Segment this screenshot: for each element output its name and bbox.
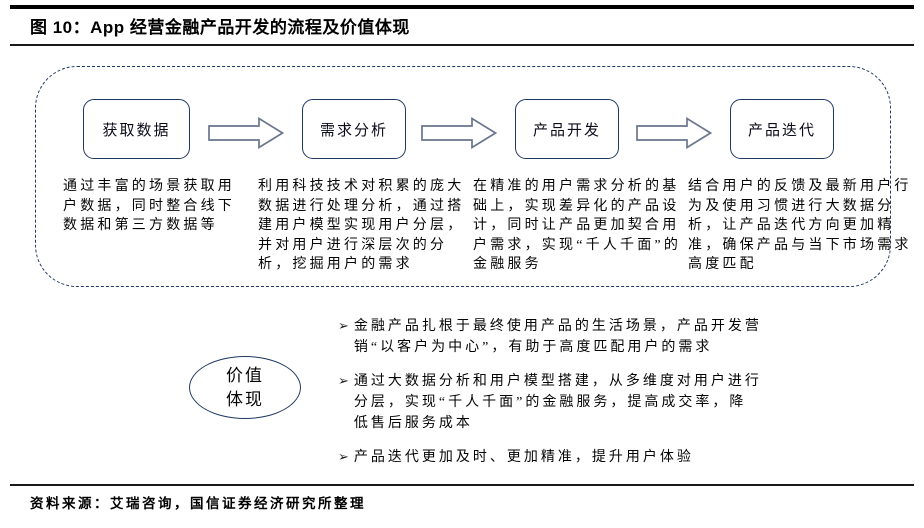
stage-label: 需求分析	[319, 122, 388, 139]
stage-box-product-iteration: 产品迭代	[730, 99, 834, 159]
arrowhead-bullet-icon: ➢	[338, 450, 349, 465]
value-ellipse-label-line: 价值	[226, 365, 264, 385]
footer-divider	[10, 484, 914, 486]
value-ellipse: 价值 体现	[189, 356, 301, 419]
stage-box-acquire-data: 获取数据	[83, 99, 190, 159]
value-bullet-list: ➢ 金融产品扎根于最终使用产品的生活场景，产品开发营销“以客户为中心”，有助于高…	[338, 316, 798, 481]
stage-description: 利用科技技术对积累的庞大数据进行处理分析，通过搭建用户模型实现用户分层，并对用户…	[258, 179, 465, 272]
stage-label: 产品开发	[532, 122, 601, 139]
stage-label: 获取数据	[102, 122, 171, 139]
top-rule	[10, 5, 914, 9]
title-divider	[10, 44, 914, 46]
stage-description: 在精准的用户需求分析的基础上，实现差异化的产品设计，同时让产品更加契合用户需求，…	[473, 179, 682, 272]
bullet-text: 产品迭代更加及时、更加精准，提升用户体验	[353, 450, 694, 465]
flow-arrow-icon	[636, 117, 712, 149]
source-note: 资料来源：艾瑞咨询，国信证券经济研究所整理	[30, 496, 366, 511]
arrowhead-bullet-icon: ➢	[338, 374, 349, 389]
stage-description: 通过丰富的场景获取用户数据，同时整合线下数据和第三方数据等	[63, 179, 235, 233]
process-flow-panel: 获取数据 需求分析 产品开发 产品迭代 通过丰富的场景获取用户数据，同时整合线下…	[35, 66, 908, 287]
value-ellipse-label-line: 体现	[226, 389, 264, 409]
stage-box-product-development: 产品开发	[515, 99, 619, 159]
bullet-text: 通过大数据分析和用户模型搭建，从多维度对用户进行分层，实现“千人千面”的金融服务…	[353, 374, 762, 431]
bullet-item: ➢ 通过大数据分析和用户模型搭建，从多维度对用户进行分层，实现“千人千面”的金融…	[338, 371, 798, 434]
arrowhead-bullet-icon: ➢	[338, 319, 349, 334]
flow-arrow-icon	[208, 117, 284, 149]
flow-arrow-icon	[421, 117, 497, 149]
figure-title: 图 10：App 经营金融产品开发的流程及价值体现	[30, 18, 410, 37]
bullet-item: ➢ 产品迭代更加及时、更加精准，提升用户体验	[338, 447, 798, 468]
bullet-item: ➢ 金融产品扎根于最终使用产品的生活场景，产品开发营销“以客户为中心”，有助于高…	[338, 316, 798, 358]
bullet-text: 金融产品扎根于最终使用产品的生活场景，产品开发营销“以客户为中心”，有助于高度匹…	[353, 319, 762, 355]
stage-box-demand-analysis: 需求分析	[302, 99, 406, 159]
stage-description: 结合用户的反馈及最新用户行为及使用习惯进行大数据分析，让产品迭代方向更加精准，确…	[688, 179, 912, 272]
stage-label: 产品迭代	[747, 122, 816, 139]
